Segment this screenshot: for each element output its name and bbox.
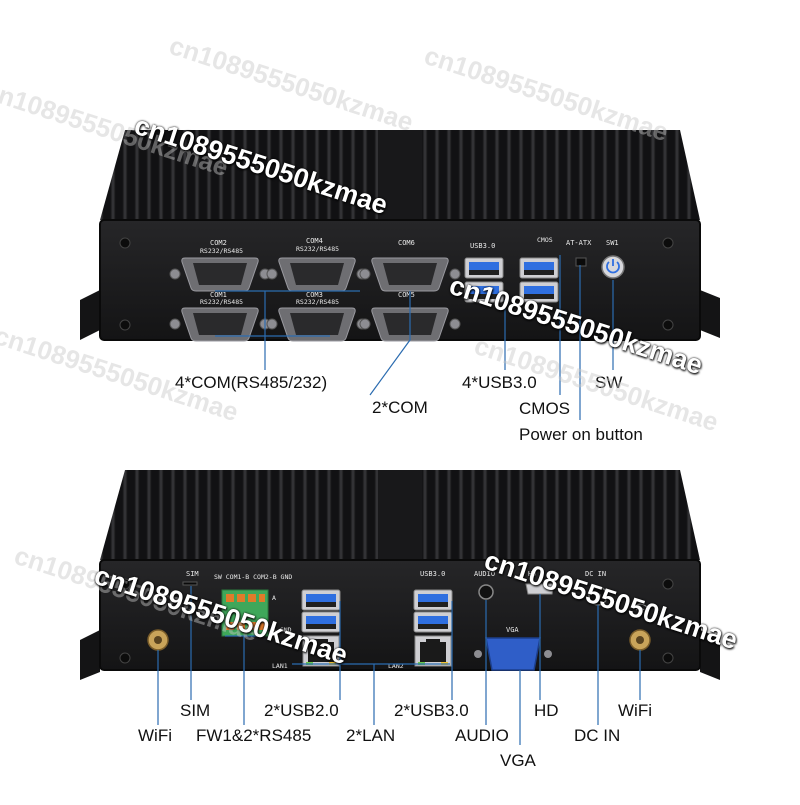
callout-2-usb30: 2*USB3.0 <box>394 701 469 720</box>
callout-dc-in: DC IN <box>574 726 621 745</box>
dc-in-port-label: DC IN <box>585 570 606 578</box>
usb30-port-bottom-1 <box>413 589 453 611</box>
callout-hd: HD <box>534 701 559 720</box>
lan-port-1 <box>302 635 340 667</box>
usb-port-top-3 <box>519 257 559 279</box>
com2-sub-label: RS232/RS485 <box>200 247 243 255</box>
callout-sw: SW <box>595 373 623 392</box>
com3-label: COM3 <box>306 291 323 299</box>
callout-4-com-rs485: 4*COM(RS485/232) <box>175 373 328 392</box>
com6-label: COM6 <box>398 239 415 247</box>
lan2-label: LAN2 <box>388 662 404 670</box>
callout-audio: AUDIO <box>455 726 509 745</box>
bottom-callout-lines <box>157 586 641 745</box>
callout-2-com: 2*COM <box>372 398 428 417</box>
com5-label: COM5 <box>398 291 415 299</box>
lan-port-2 <box>414 635 452 667</box>
com4-label: COM4 <box>306 237 323 245</box>
usb20-port-1 <box>301 589 341 611</box>
terminal-label: SW COM1-B COM2-B GND <box>214 573 292 581</box>
sim-port-label: SIM <box>186 570 199 578</box>
audio-port-label: AUDIO <box>474 570 495 578</box>
at-atx-switch <box>575 257 587 267</box>
com3-sub-label: RS232/RS485 <box>296 298 339 306</box>
callout-power-button: Power on button <box>519 425 643 444</box>
callout-4-usb30: 4*USB3.0 <box>462 373 537 392</box>
usb20-port-2 <box>301 611 341 633</box>
wifi-icon <box>632 603 648 614</box>
terminal-side-label-1: A <box>272 594 276 602</box>
callout-wifi-right: WiFi <box>618 701 652 720</box>
usb-bottom-label: USB3.0 <box>420 570 445 578</box>
wifi-connector-right <box>629 629 651 651</box>
com4-sub-label: RS232/RS485 <box>296 245 339 253</box>
terminal-block <box>221 589 269 637</box>
terminal-side-label-2: A GND <box>272 626 292 634</box>
top-callout-lines <box>215 255 614 420</box>
wifi-connector-left <box>147 629 169 651</box>
com2-label: COM2 <box>210 239 227 247</box>
callout-wifi-left: WiFi <box>138 726 172 745</box>
audio-jack <box>478 584 494 600</box>
callout-cmos: CMOS <box>519 399 570 418</box>
com1-label: COM1 <box>210 291 227 299</box>
vga-port-label: VGA <box>506 626 519 634</box>
usb-port-top-1 <box>464 257 504 279</box>
vga-port <box>474 637 552 671</box>
lan1-label: LAN1 <box>272 662 288 670</box>
sim-slot <box>182 581 198 586</box>
cmos-label: CMOS <box>537 236 553 244</box>
callout-2-usb20: 2*USB2.0 <box>264 701 339 720</box>
callout-vga: VGA <box>500 751 536 770</box>
sw1-label: SW1 <box>606 239 619 247</box>
usb-port-top-4 <box>519 281 559 303</box>
usb-top-label: USB3.0 <box>470 242 495 250</box>
hd-port-label: HD <box>528 570 536 578</box>
usb30-port-bottom-2 <box>413 611 453 633</box>
callout-sim: SIM <box>180 701 211 720</box>
callout-fw-rs485: FW1&2*RS485 <box>196 726 312 745</box>
com1-sub-label: RS232/RS485 <box>200 298 243 306</box>
bottom-unit-chassis <box>80 470 720 680</box>
at-atx-label: AT-ATX <box>566 239 592 247</box>
usb-port-top-2 <box>464 281 504 303</box>
callout-2-lan: 2*LAN <box>346 726 396 745</box>
hd-port <box>525 583 555 595</box>
power-button <box>601 255 625 279</box>
